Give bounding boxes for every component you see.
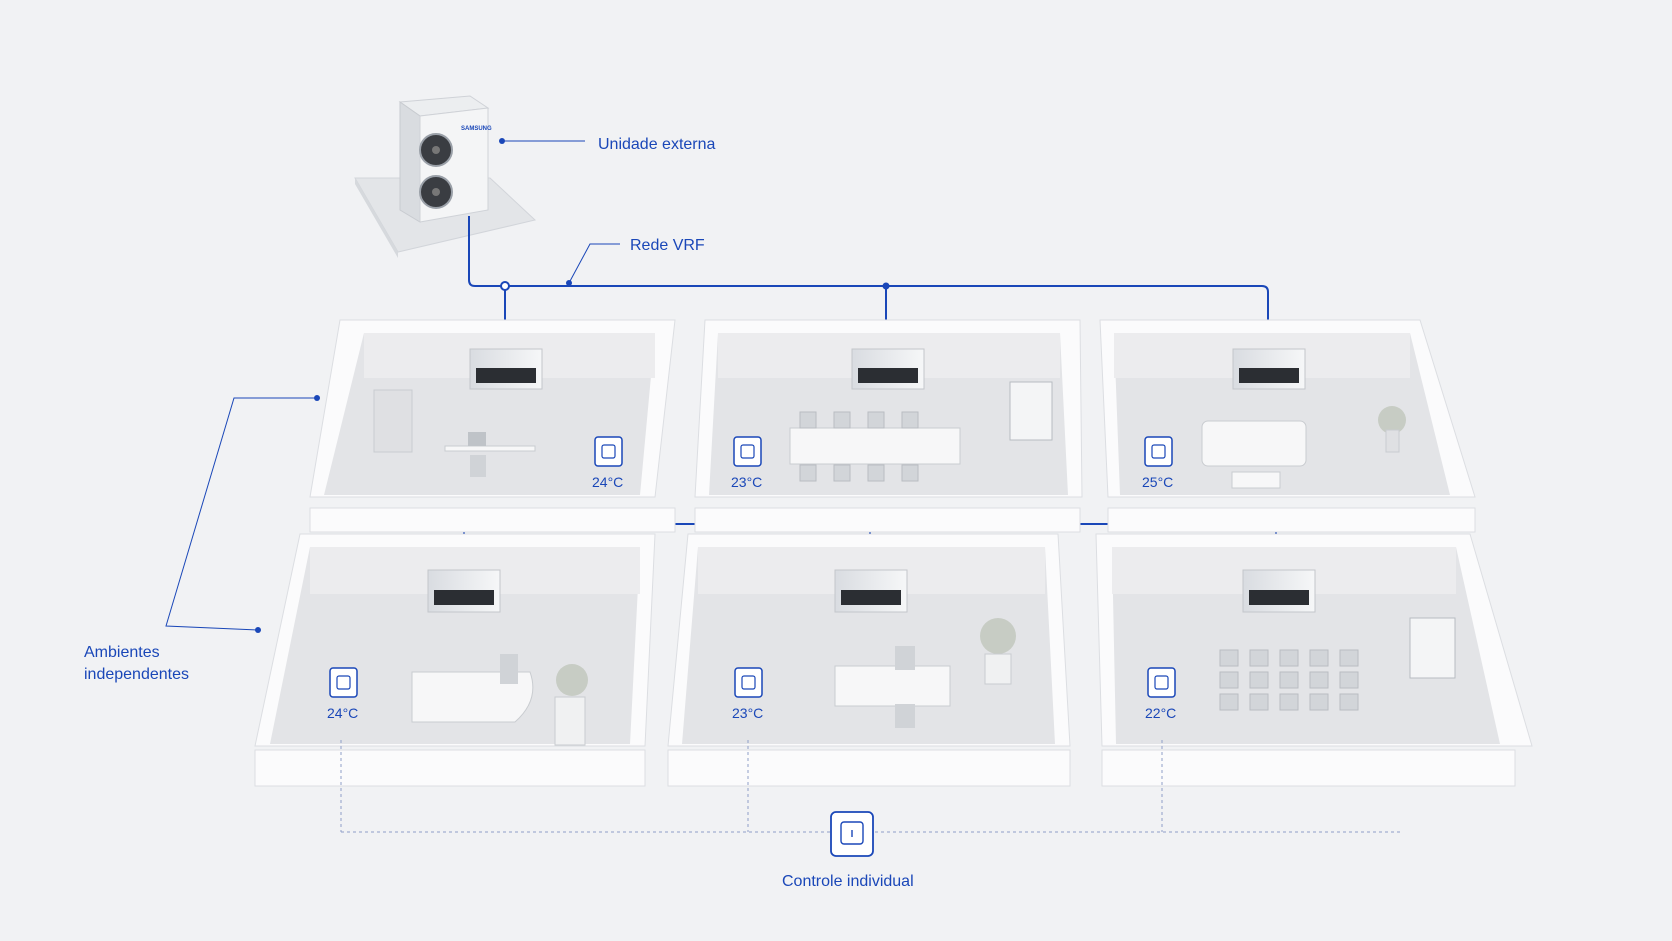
indoor-unit-6	[1242, 569, 1316, 613]
indoor-unit-5	[834, 569, 908, 613]
vrf-network-label: Rede VRF	[630, 237, 705, 254]
individual-control-label: Controle individual	[782, 873, 914, 890]
thermostat-icon	[1147, 667, 1176, 698]
outdoor-unit-label: Unidade externa	[598, 136, 716, 153]
room-meeting-thermostat: 23°C	[731, 436, 762, 490]
room-executive-office-temperature: 23°C	[732, 705, 763, 721]
indoor-unit-4	[427, 569, 501, 613]
thermostat-icon	[1144, 436, 1173, 467]
room-office	[309, 319, 676, 533]
room-meeting	[694, 319, 1083, 533]
thermostat-icon	[733, 436, 762, 467]
room-meeting-temperature: 23°C	[731, 474, 762, 490]
indoor-unit-1	[469, 348, 543, 390]
room-lounge-thermostat: 25°C	[1142, 436, 1173, 490]
outdoor-unit: SAMSUNG	[354, 95, 537, 258]
outdoor-unit-callout: Unidade externa	[499, 136, 716, 153]
indoor-unit-2	[851, 348, 925, 390]
room-executive-office	[667, 533, 1071, 787]
room-lounge-temperature: 25°C	[1142, 474, 1173, 490]
room-training-thermostat: 22°C	[1145, 667, 1176, 721]
independent-rooms-callout: Ambientes independentes	[84, 395, 320, 683]
individual-control: Controle individual	[782, 811, 914, 890]
vrf-network-callout: Rede VRF	[566, 237, 705, 286]
thermostat-icon	[329, 667, 358, 698]
room-reception-temperature: 24°C	[327, 705, 358, 721]
independent-rooms-label-line2: independentes	[84, 666, 189, 683]
thermostat-icon	[734, 667, 763, 698]
room-reception-thermostat: 24°C	[327, 667, 358, 721]
room-executive-office-thermostat: 23°C	[732, 667, 763, 721]
room-office-temperature: 24°C	[592, 474, 623, 490]
thermostat-icon	[594, 436, 623, 467]
indoor-unit-3	[1232, 348, 1306, 390]
independent-rooms-label-line1: Ambientes	[84, 644, 160, 661]
room-office-thermostat: 24°C	[592, 436, 623, 490]
room-training-temperature: 22°C	[1145, 705, 1176, 721]
brand-logo: SAMSUNG	[461, 126, 492, 132]
